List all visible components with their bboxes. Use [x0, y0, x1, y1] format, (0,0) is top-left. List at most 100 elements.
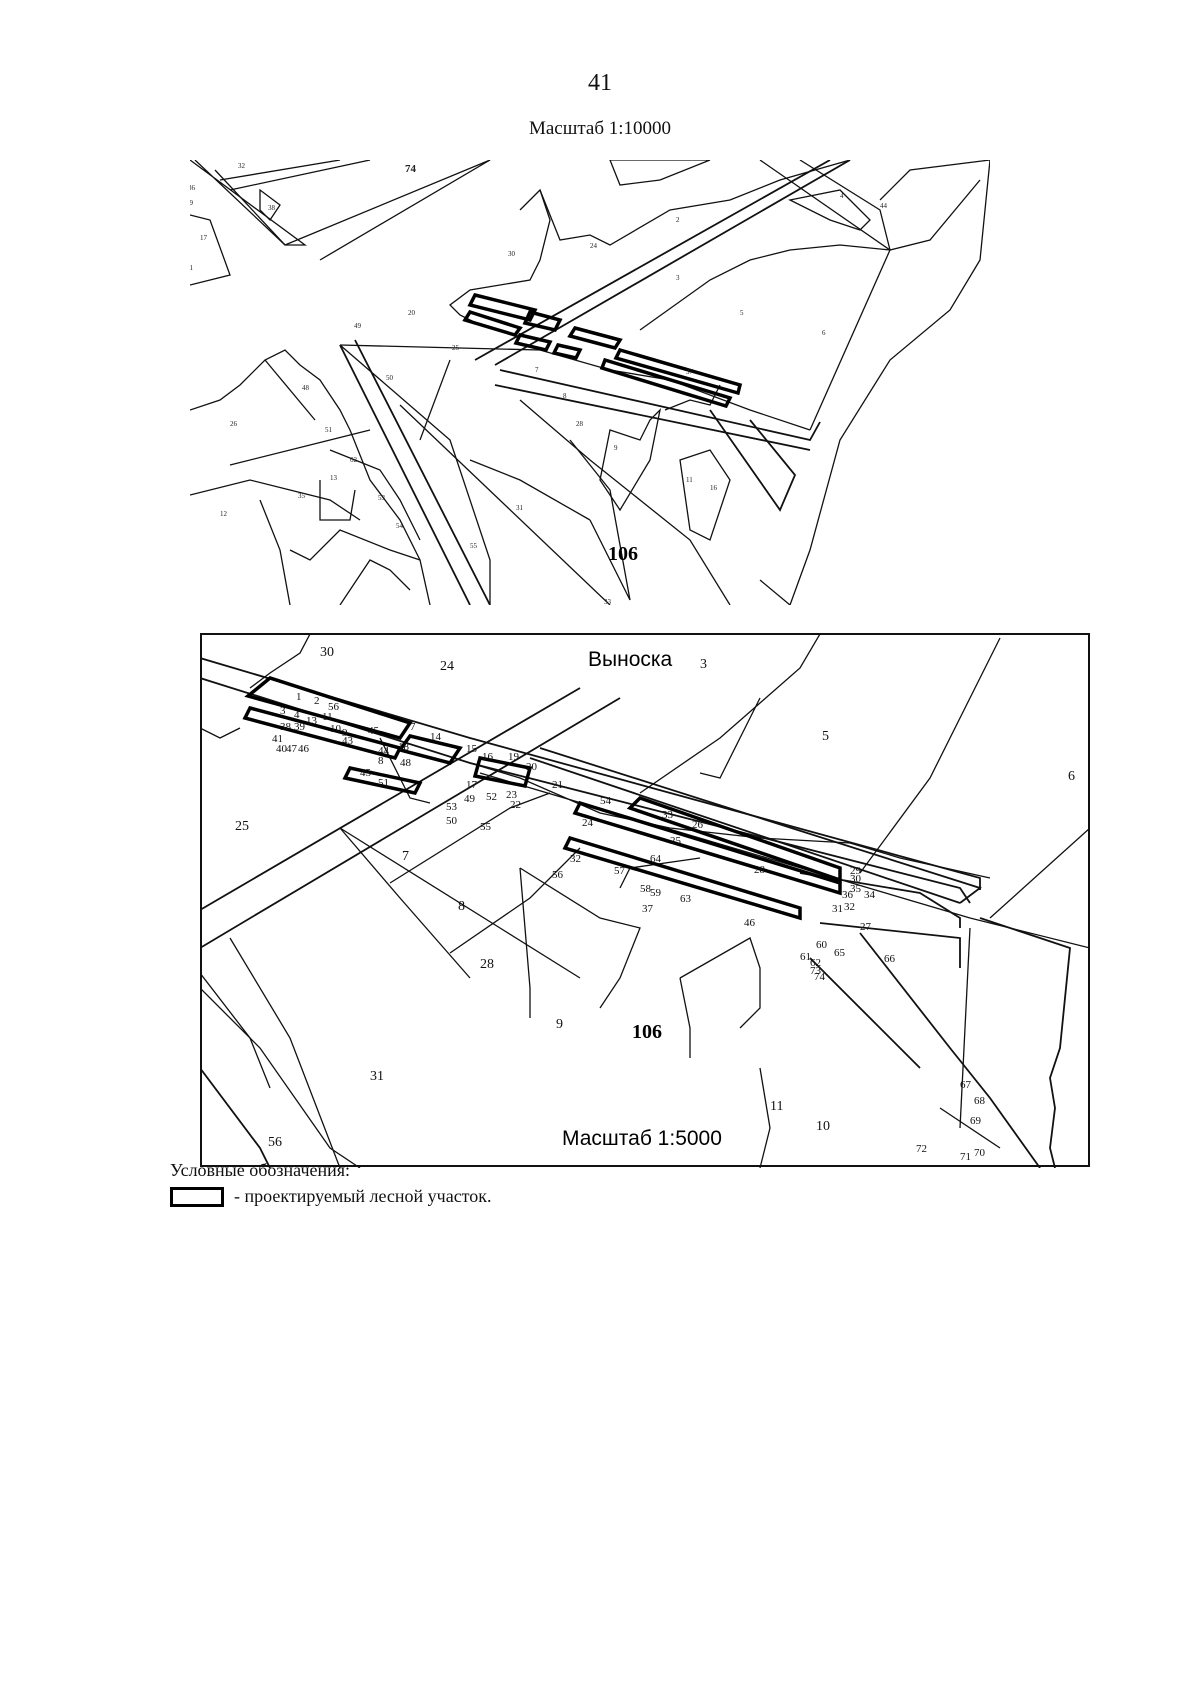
svg-text:31: 31: [370, 1069, 384, 1084]
svg-text:9: 9: [614, 444, 618, 452]
point-label: 44: [378, 745, 390, 757]
point-label: 26: [692, 819, 704, 831]
svg-text:28: 28: [576, 420, 584, 428]
svg-text:17: 17: [200, 234, 208, 242]
svg-text:40: 40: [622, 160, 630, 162]
svg-text:21: 21: [190, 264, 194, 272]
svg-text:8: 8: [458, 899, 465, 914]
point-label: 35: [850, 883, 862, 895]
inset-title: Выноска: [588, 648, 673, 671]
point-label: 66: [884, 953, 896, 965]
point-label: 22: [510, 799, 521, 811]
point-label: 40: [276, 743, 288, 755]
point-label: 57: [614, 865, 626, 877]
point-label: 31: [832, 903, 843, 915]
svg-text:6: 6: [822, 329, 826, 337]
svg-text:24: 24: [440, 659, 454, 674]
point-label: 33: [662, 809, 674, 821]
svg-text:4: 4: [840, 192, 844, 200]
svg-text:16: 16: [710, 484, 718, 492]
map-inset-parcel-labels: 30 24 3 5 6 25 7 8 28 9 31 11 10 56: [235, 645, 1075, 1150]
point-label: 24: [582, 817, 594, 829]
point-label: 23: [506, 789, 518, 801]
point-label: 52: [486, 791, 497, 803]
point-label: 63: [680, 893, 692, 905]
svg-text:19: 19: [190, 199, 194, 207]
point-label: 49: [464, 793, 476, 805]
point-label: 18: [398, 741, 410, 753]
legend-title: Условные обозначения:: [170, 1160, 351, 1180]
point-label: 58: [640, 883, 652, 895]
svg-text:53: 53: [378, 494, 386, 502]
point-label: 72: [916, 1143, 927, 1155]
svg-text:8: 8: [563, 392, 567, 400]
point-label: 69: [970, 1115, 982, 1127]
svg-text:6: 6: [1068, 769, 1075, 784]
point-label: 14: [430, 731, 442, 743]
point-label: 61: [800, 951, 811, 963]
svg-text:74: 74: [405, 163, 417, 175]
point-label: 7: [410, 721, 416, 733]
point-label: 60: [816, 939, 828, 951]
point-label: 46: [298, 743, 310, 755]
point-label: 68: [974, 1095, 986, 1107]
point-label: 3: [280, 705, 286, 717]
point-label: 28: [754, 864, 766, 876]
point-label: 21: [552, 779, 563, 791]
svg-text:25: 25: [235, 819, 249, 834]
svg-text:25: 25: [452, 344, 460, 352]
point-label: 11: [322, 711, 333, 723]
map-inset-lines: [200, 633, 1090, 1168]
point-label: 10: [330, 723, 342, 735]
point-label: 27: [860, 921, 872, 933]
point-label: 56: [328, 701, 340, 713]
point-label: 51: [378, 777, 389, 789]
svg-text:50: 50: [386, 374, 394, 382]
map-inset-planned-plots: [242, 676, 842, 921]
svg-text:45: 45: [850, 160, 858, 162]
point-label: 53: [446, 801, 458, 813]
point-label: 32: [570, 853, 581, 865]
svg-text:7: 7: [402, 849, 409, 864]
point-label: 41: [272, 733, 283, 745]
point-label: 9: [342, 727, 348, 739]
svg-text:44: 44: [880, 202, 888, 210]
point-label: 46: [744, 917, 756, 929]
inset-scale: Масштаб 1:5000: [562, 1127, 722, 1150]
svg-text:9: 9: [556, 1017, 563, 1032]
block-label-inset: 106: [632, 1021, 662, 1043]
point-label: 32: [844, 901, 855, 913]
svg-text:37: 37: [686, 368, 694, 376]
svg-text:13: 13: [330, 474, 338, 482]
svg-text:5: 5: [740, 309, 744, 317]
svg-text:28: 28: [480, 957, 494, 972]
map-top-lines: [190, 160, 990, 605]
svg-text:30: 30: [508, 250, 516, 258]
point-label: 39: [294, 721, 306, 733]
svg-text:30: 30: [320, 645, 334, 660]
svg-text:35: 35: [298, 492, 306, 500]
svg-text:10: 10: [816, 1119, 830, 1134]
block-label-top: 106: [608, 543, 638, 565]
point-label: 48: [400, 757, 412, 769]
point-label: 8: [378, 755, 384, 767]
point-label: 17: [466, 779, 478, 791]
svg-text:31: 31: [516, 504, 524, 512]
point-label: 54: [600, 795, 612, 807]
point-label: 30: [850, 873, 862, 885]
point-label: 55: [480, 821, 492, 833]
point-label: 45: [368, 725, 380, 737]
svg-text:24: 24: [590, 242, 598, 250]
point-label: 38: [280, 721, 292, 733]
point-label: 70: [974, 1147, 986, 1159]
point-label: 74: [814, 971, 826, 983]
point-label: 19: [508, 751, 520, 763]
point-label: 47: [286, 743, 298, 755]
point-label: 13: [306, 715, 318, 727]
svg-text:36: 36: [190, 184, 196, 192]
svg-text:54: 54: [396, 522, 404, 530]
point-label: 29: [850, 865, 862, 877]
point-label: 43: [342, 735, 354, 747]
svg-text:51: 51: [325, 426, 333, 434]
